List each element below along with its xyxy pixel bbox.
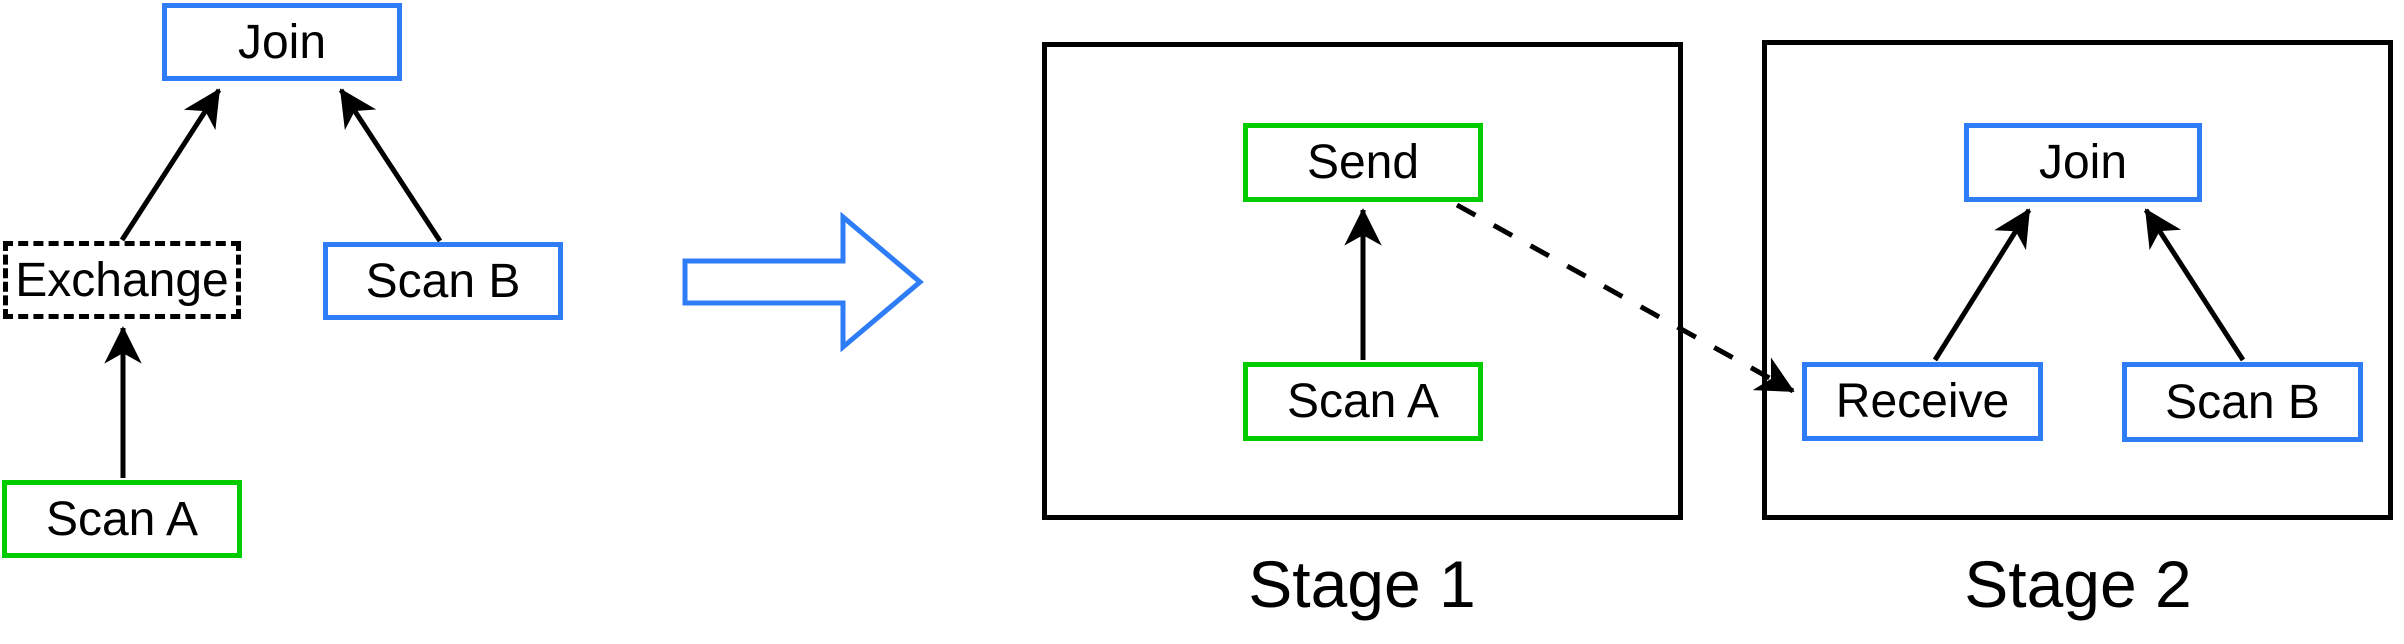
node-join-stage2: Join (1964, 123, 2202, 202)
edge-send-to-receive-dashed (1455, 202, 1795, 394)
node-scan-a-stage1: Scan A (1243, 362, 1483, 441)
edge-receive-to-join (1932, 208, 2032, 362)
node-join-original-label: Join (237, 15, 327, 69)
node-send: Send (1243, 123, 1483, 202)
stage1-caption: Stage 1 (1248, 547, 1476, 621)
node-scan-a-stage1-label: Scan A (1286, 375, 1440, 428)
node-join-stage2-label: Join (2038, 136, 2128, 189)
edge-exchange-to-join (119, 88, 222, 242)
node-scan-b-original: Scan B (323, 242, 563, 320)
node-scan-a-original: Scan A (2, 480, 242, 558)
transform-arrow-icon (682, 211, 924, 353)
node-scan-b-stage2: Scan B (2122, 362, 2363, 442)
node-exchange: Exchange (3, 241, 241, 319)
edge-scan-b-to-join (338, 88, 443, 243)
stage2-caption: Stage 2 (1964, 547, 2192, 621)
node-join-original: Join (162, 3, 402, 81)
node-receive-label: Receive (1835, 375, 2010, 428)
edge-scan-b-to-join-stage2 (2143, 208, 2246, 362)
node-send-label: Send (1306, 136, 1420, 189)
node-scan-b-stage2-label: Scan B (2165, 375, 2320, 429)
node-scan-a-original-label: Scan A (45, 492, 199, 546)
node-scan-b-original-label: Scan B (365, 254, 521, 308)
node-receive: Receive (1802, 362, 2043, 441)
node-exchange-label: Exchange (15, 253, 229, 307)
